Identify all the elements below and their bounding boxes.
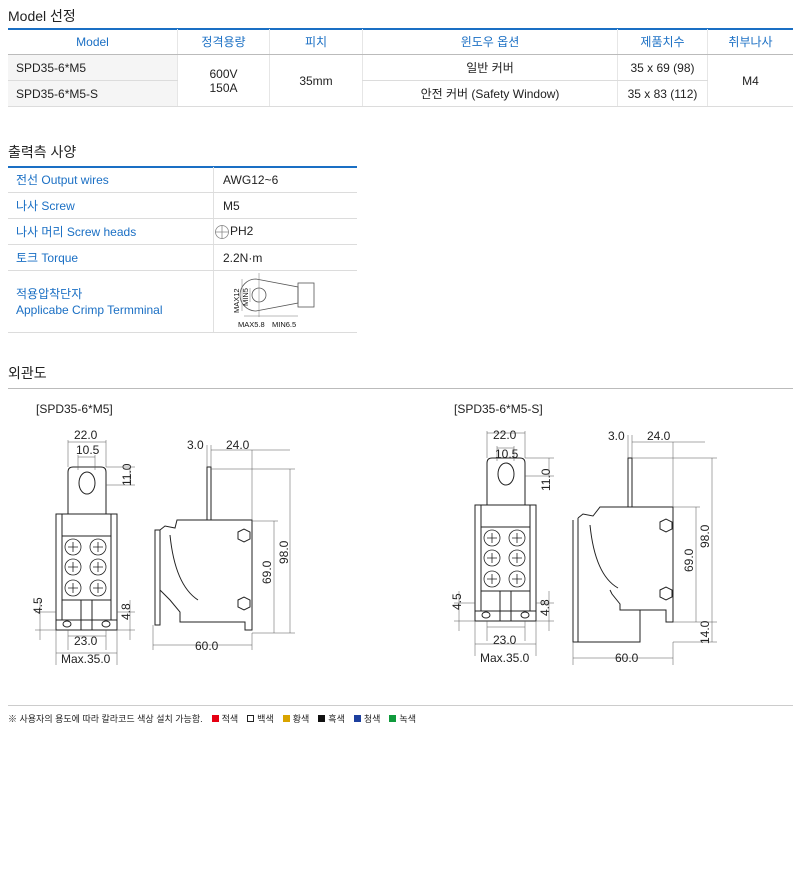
dim-10-5: 10.5: [76, 443, 100, 457]
dim-60: 60.0: [615, 651, 639, 665]
dim-98: 98.0: [277, 540, 291, 564]
spec-key: 토크 Torque: [8, 244, 214, 271]
section-rule: [8, 388, 793, 389]
red-swatch-icon: [211, 715, 219, 722]
spec-value: 2.2N·m: [213, 244, 357, 271]
dim-11: 11.0: [539, 468, 553, 491]
yellow-swatch-icon: [282, 715, 290, 722]
dimension-labels: 22.0 10.5 11.0 4.5 4.8 23.0 Max.35.0 3.0…: [31, 428, 291, 666]
crimp-terminal-diagram: MAX12 MIN5 MAX5.8 MIN6.5: [232, 273, 315, 329]
dimension-labels: 22.0 10.5 11.0 4.5 4.8 23.0 Max.35.0 3.0…: [450, 428, 712, 665]
dim-3: 3.0: [187, 438, 204, 452]
crimp-key-ko: 적용압착단자: [16, 286, 83, 301]
spec-value: M5: [213, 192, 357, 219]
window-cell: 일반 커버: [362, 54, 618, 81]
drawing-label: [SPD35-6*M5-S]: [454, 402, 543, 416]
white-swatch-icon: [247, 715, 255, 722]
col-pitch: 피치: [269, 29, 363, 55]
col-model: Model: [8, 29, 178, 55]
appearance-section-title: 외관도: [8, 365, 47, 381]
color-name: 황색: [292, 714, 310, 724]
output-section-title: 출력측 사양: [8, 144, 77, 160]
dim-98: 98.0: [698, 524, 712, 548]
table-row: SPD35-6*M5-S 안전 커버 (Safety Window) 35 x …: [8, 80, 793, 107]
pitch-cell: 35mm: [269, 54, 363, 107]
dim-60: 60.0: [195, 639, 219, 653]
spec-value-cell: PH2: [213, 218, 357, 245]
dim-23: 23.0: [74, 634, 98, 648]
col-size: 제품치수: [617, 29, 708, 55]
spec-key: 나사 머리 Screw heads: [8, 218, 214, 245]
model-section-title: Model 선정: [8, 8, 76, 24]
dimension-drawings: 22.0 10.5 11.0 4.5 4.8 23.0 Max.35.0 3.0…: [31, 428, 717, 666]
dim-11: 11.0: [120, 463, 134, 486]
size-cell: 35 x 83 (112): [617, 80, 708, 107]
color-name: 백색: [257, 714, 274, 724]
dim-69: 69.0: [682, 548, 696, 572]
spec-value: AWG12~6: [213, 167, 357, 193]
color-name: 청색: [363, 714, 381, 724]
dim-23: 23.0: [493, 633, 517, 647]
dim-max12: MAX12: [232, 288, 241, 313]
dim-22: 22.0: [74, 428, 98, 442]
dim-max35: Max.35.0: [61, 652, 111, 666]
front-view: [35, 440, 135, 665]
spec-key: 전선 Output wires: [8, 167, 214, 193]
drawing-label: [SPD35-6*M5]: [36, 402, 113, 416]
color-code-footnote: ※ 사용자의 용도에 따라 칼라코드 색상 설치 가능함. 적색 백색 황색 흑…: [8, 712, 416, 725]
dim-69: 69.0: [260, 560, 274, 584]
dim-10-5: 10.5: [495, 447, 519, 461]
color-name: 적색: [221, 714, 239, 724]
dim-4-8: 4.8: [119, 603, 133, 620]
dim-24: 24.0: [226, 438, 250, 452]
model-cell: SPD35-6*M5: [8, 54, 178, 81]
footnote-text: ※ 사용자의 용도에 따라 칼라코드 색상 설치 가능함.: [8, 714, 203, 724]
green-swatch-icon: [389, 715, 397, 722]
model-table: Model 정격용량 피치 윈도우 옵션 제품치수 취부나사 SPD35-6*M…: [8, 29, 793, 107]
dim-min65: MIN6.5: [272, 320, 296, 329]
mount-screw-cell: M4: [707, 54, 793, 107]
dim-4-5: 4.5: [31, 597, 45, 614]
phillips-head-icon: [215, 224, 229, 239]
side-view: [572, 435, 717, 665]
dim-3: 3.0: [608, 429, 625, 443]
col-rating: 정격용량: [177, 29, 270, 55]
dim-4-8: 4.8: [538, 599, 552, 616]
dim-22: 22.0: [493, 428, 517, 442]
size-cell: 35 x 69 (98): [617, 54, 708, 81]
side-view: [152, 445, 295, 650]
crimp-key-en: Applicabe Crimp Termminal: [16, 302, 163, 317]
dim-14: 14.0: [698, 620, 712, 644]
col-window: 윈도우 옵션: [362, 29, 618, 55]
window-cell: 안전 커버 (Safety Window): [362, 80, 618, 107]
spec-row: 나사 머리 Screw heads PH2: [8, 218, 357, 245]
color-name: 흑색: [328, 714, 345, 724]
dim-max35: Max.35.0: [480, 651, 530, 665]
model-cell: SPD35-6*M5-S: [8, 80, 178, 107]
spec-key: 나사 Screw: [8, 192, 214, 219]
dim-min5: MIN5: [241, 288, 250, 306]
dim-24: 24.0: [647, 429, 671, 443]
divider: [8, 705, 793, 706]
rating-voltage: 600V: [209, 66, 238, 81]
table-header-row: Model 정격용량 피치 윈도우 옵션 제품치수 취부나사: [8, 29, 793, 55]
rating-current: 150A: [209, 80, 238, 95]
blue-swatch-icon: [353, 715, 361, 722]
crimp-terminal-cell: MAX12 MIN5 MAX5.8 MIN6.5: [213, 270, 357, 333]
spec-value: PH2: [230, 224, 254, 239]
black-swatch-icon: [318, 715, 326, 722]
color-name: 녹색: [399, 714, 416, 724]
col-mount-screw: 취부나사: [707, 29, 793, 55]
dim-max58: MAX5.8: [238, 320, 265, 329]
dim-4-5: 4.5: [450, 593, 464, 610]
